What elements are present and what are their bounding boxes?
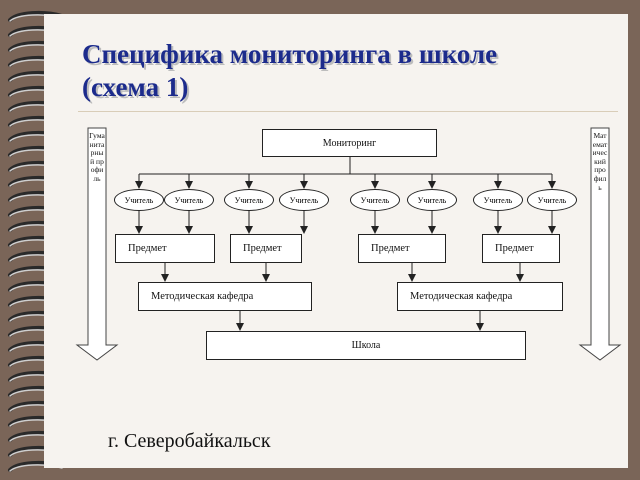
subject-box: Предмет — [115, 234, 215, 263]
subject-box: Предмет — [230, 234, 302, 263]
teacher-node: Учитель — [527, 189, 577, 211]
slide-title: Специфика мониторинга в школе (схема 1) — [82, 39, 498, 102]
teacher-node: Учитель — [473, 189, 523, 211]
school-box: Школа — [206, 331, 526, 360]
teacher-node: Учитель — [164, 189, 214, 211]
math-profile-label: Математический профиль — [592, 131, 608, 192]
teacher-node: Учитель — [224, 189, 274, 211]
teacher-node: Учитель — [350, 189, 400, 211]
teacher-node: Учитель — [407, 189, 457, 211]
teacher-node: Учитель — [114, 189, 164, 211]
title-divider — [78, 111, 618, 112]
teacher-node: Учитель — [279, 189, 329, 211]
subject-box: Предмет — [482, 234, 560, 263]
monitoring-box: Мониторинг — [262, 129, 437, 157]
department-box: Методическая кафедра — [397, 282, 563, 311]
subject-box: Предмет — [358, 234, 446, 263]
humanitarian-profile-label: Гуманитарный профиль — [89, 131, 105, 183]
department-box: Методическая кафедра — [138, 282, 312, 311]
city-caption: г. Северобайкальск — [108, 430, 271, 452]
